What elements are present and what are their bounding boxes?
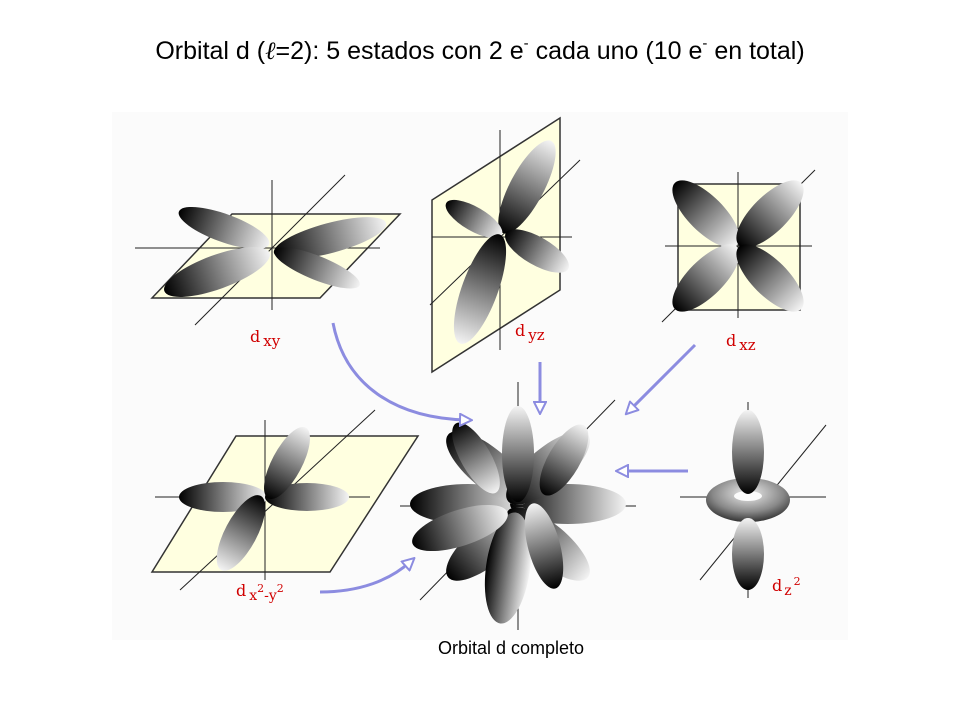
arrow-dxz <box>630 343 697 410</box>
complete-d-orbital <box>400 382 636 630</box>
arrows <box>319 322 697 594</box>
page-title: Orbital d (ℓ=2): 5 estados con 2 e- cada… <box>155 34 805 65</box>
figure-caption: Orbital d completo <box>438 638 585 658</box>
arrow-dx2y2 <box>319 562 410 594</box>
arrow-dxy <box>331 322 466 420</box>
